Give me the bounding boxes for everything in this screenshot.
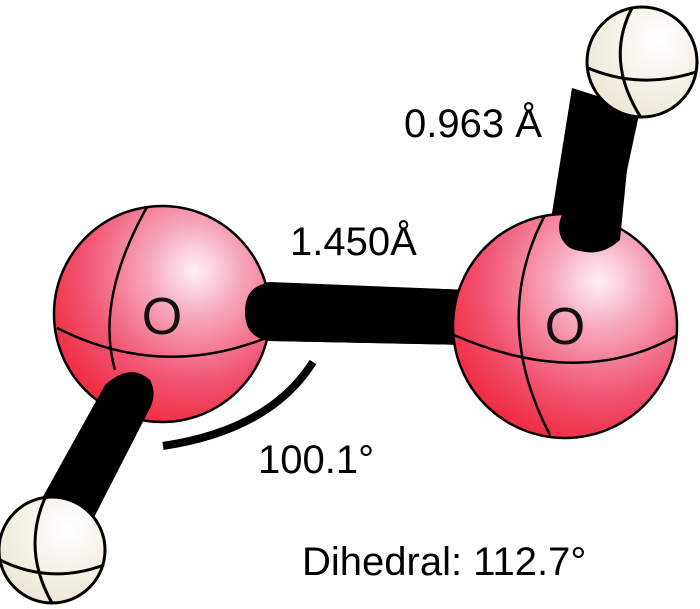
bond-o1-o2-overlay (245, 283, 470, 345)
bond-o2-h1-shaft (559, 108, 640, 252)
hydrogen-atom-1 (585, 5, 699, 119)
bond-angle-label: 100.1° (258, 438, 375, 482)
oxygen-atom-2: O (451, 212, 679, 440)
atom-o2-symbol: O (545, 298, 585, 356)
atom-o1-symbol: O (142, 288, 182, 346)
oh-bond-length-label: 0.963 Å (404, 102, 542, 146)
bond-angle-arc (162, 359, 317, 450)
dihedral-angle-label: Dihedral: 112.7° (302, 540, 587, 584)
hydrogen-atom-2 (0, 495, 107, 605)
oo-bond-length-label: 1.450Å (290, 220, 417, 264)
bond-o1-h2-overlay (30, 372, 154, 535)
oxygen-atom-1: O (52, 204, 272, 424)
